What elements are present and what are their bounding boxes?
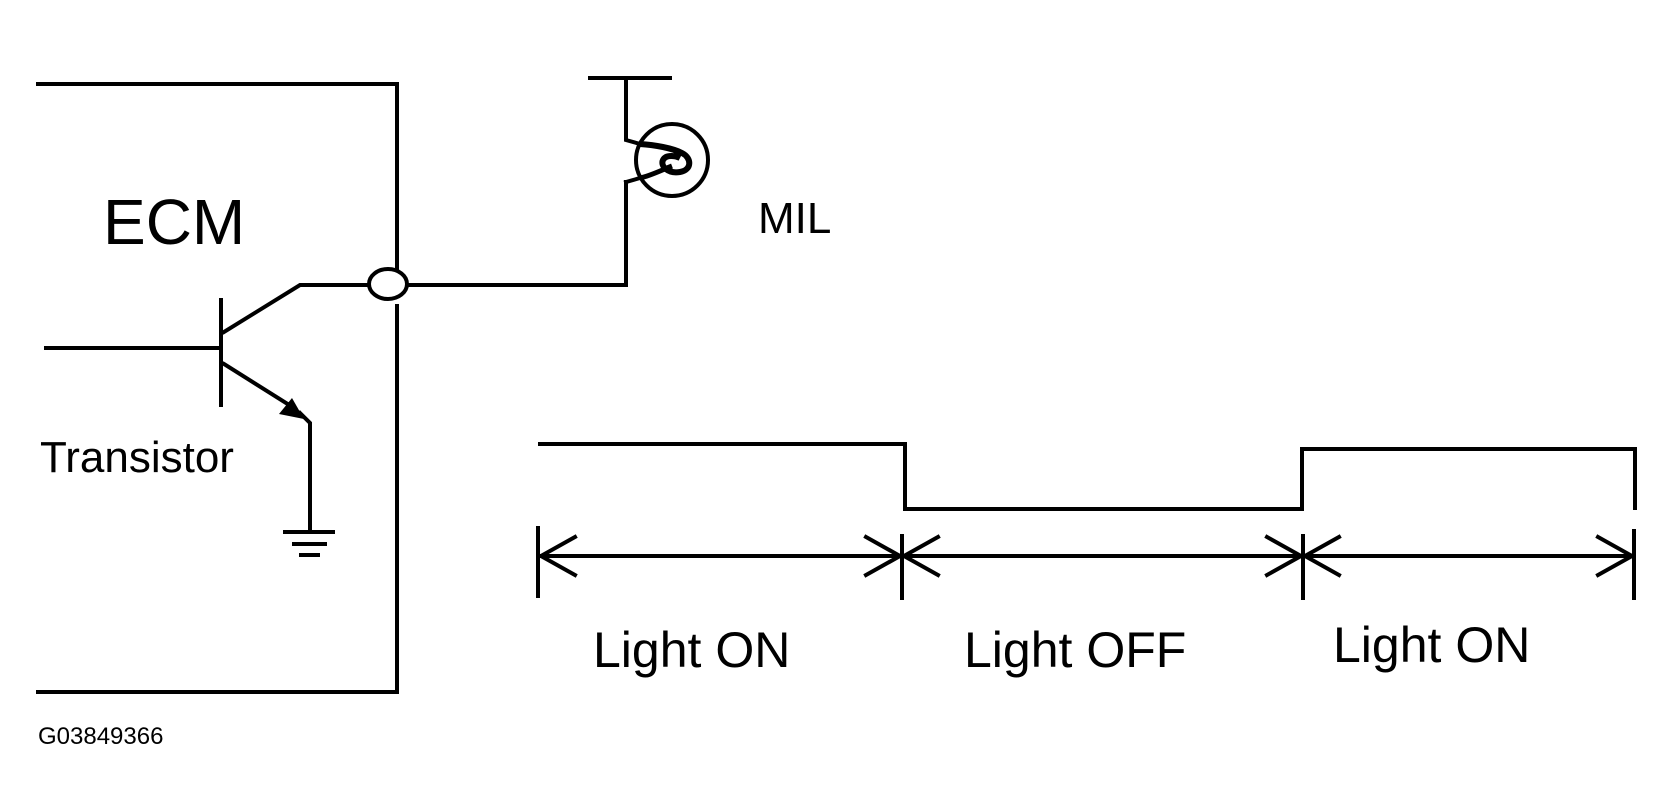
ecm-box — [36, 82, 399, 694]
mil-timing-waveform — [538, 442, 1637, 511]
ecm-box-top — [36, 82, 399, 284]
figure-code: G03849366 — [38, 723, 163, 750]
npn-transistor-icon — [44, 283, 371, 532]
transistor-emitter-arrow-icon — [279, 398, 304, 419]
light-on-label-1: Light ON — [593, 622, 790, 678]
transistor-label: Transistor — [40, 433, 234, 482]
transistor-ground-lead — [297, 410, 312, 532]
mil-label: MIL — [758, 194, 831, 243]
connector-icon — [367, 267, 409, 301]
mil-signal-wire — [405, 180, 628, 287]
ecm-box-bottom — [36, 304, 399, 694]
transistor-emitter — [221, 361, 297, 411]
ecm-label: ECM — [103, 186, 245, 258]
light-on-label-2: Light ON — [1333, 617, 1530, 673]
transistor-collector — [221, 283, 371, 335]
mil-lamp-icon — [588, 76, 710, 198]
light-off-label: Light OFF — [964, 622, 1186, 678]
timing-dimension-lines — [536, 526, 1637, 600]
ground-icon — [283, 530, 335, 557]
